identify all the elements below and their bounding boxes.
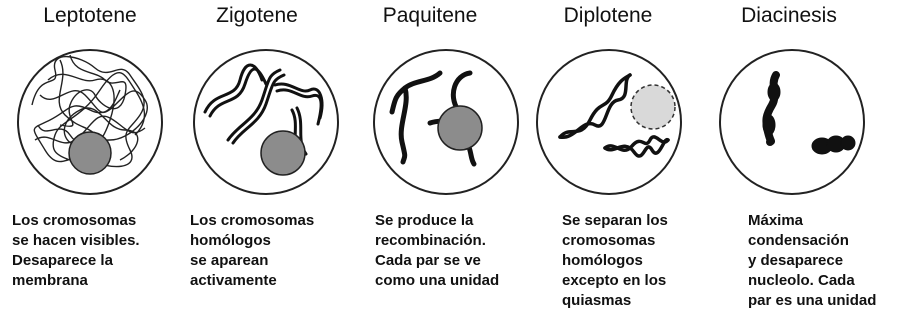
cell-drawings — [17, 49, 865, 195]
stage-description-paquitene: Se produce la recombinación. Cada par se… — [375, 212, 500, 289]
nucleolus-zigotene — [260, 130, 306, 176]
chromosome-chiasmata-diplotene — [558, 73, 670, 158]
stage-description-leptotene: Los cromosomas se hacen visibles. Desapa… — [12, 212, 140, 289]
stage-title-diacinesis: Diacinesis — [741, 4, 837, 27]
cell-diacinesis — [719, 49, 865, 195]
cell-diplotene — [536, 49, 682, 195]
stage-title-paquitene: Paquitene — [382, 4, 478, 27]
nucleus-diacinesis — [719, 49, 865, 195]
nucleolus-paquitene — [437, 105, 483, 151]
stage-description-diacinesis: Máxima condensación y desaparece nucleol… — [748, 212, 877, 309]
stage-title-zigotene: Zigotene — [216, 4, 298, 27]
stage-description-zigotene: Los cromosomas homólogos se aparean acti… — [190, 212, 315, 289]
chromosome-pairs-zigotene — [203, 63, 324, 157]
nucleus-zigotene — [193, 49, 339, 195]
nucleus-diplotene — [536, 49, 682, 195]
cell-leptotene — [17, 49, 163, 195]
nucleolus-diplotene-fading — [630, 84, 676, 130]
stage-description-diplotene: Se separan los cromosomas homólogos exce… — [562, 212, 668, 309]
cell-paquitene — [373, 49, 519, 195]
stage-title-diplotene: Diplotene — [563, 4, 653, 27]
cell-zigotene — [193, 49, 339, 195]
nucleolus-leptotene — [68, 131, 112, 175]
stage-title-leptotene: Leptotene — [43, 4, 137, 27]
chromosome-condensed-diacinesis — [762, 71, 856, 155]
